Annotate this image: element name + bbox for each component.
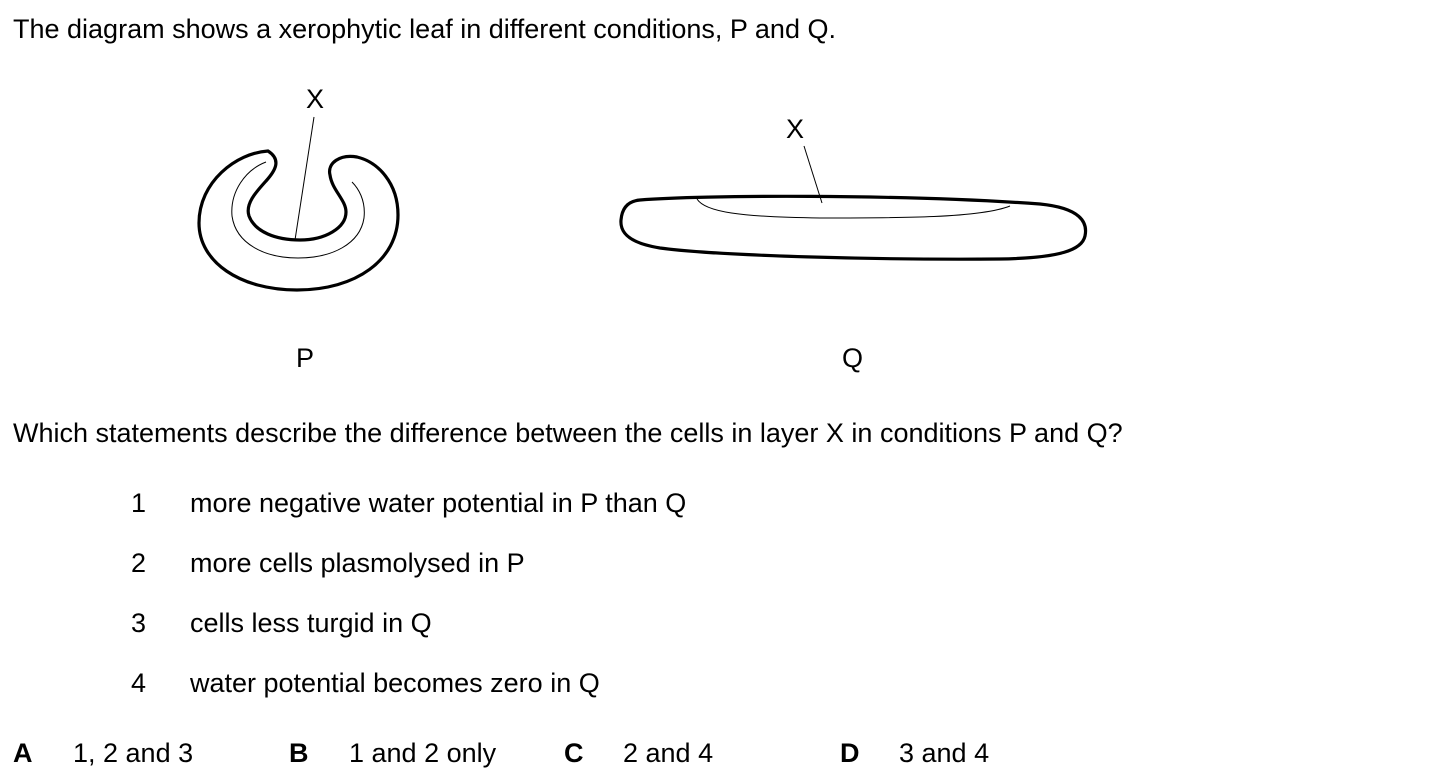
option-letter: B xyxy=(289,738,309,768)
option-text: 2 and 4 xyxy=(623,738,714,768)
option-text: 3 and 4 xyxy=(899,738,990,768)
leaf-q-x-label: X xyxy=(786,114,804,144)
statement-text: more negative water potential in P than … xyxy=(190,488,687,518)
leaf-q-figure: X Q xyxy=(619,114,1088,373)
question-text: Which statements describe the difference… xyxy=(13,418,1123,448)
leaf-q-outline xyxy=(619,194,1088,261)
statement-number: 2 xyxy=(131,548,147,578)
leaf-p-figure: X P xyxy=(197,84,400,373)
leaf-p-x-label: X xyxy=(306,84,324,114)
leaf-p-pointer-line xyxy=(294,116,315,241)
option-letter: C xyxy=(564,738,584,768)
leaf-p-outline xyxy=(197,149,400,292)
leaf-p-caption: P xyxy=(296,343,314,373)
statement-text: cells less turgid in Q xyxy=(190,608,432,638)
leaf-q-caption: Q xyxy=(842,343,863,373)
leaf-q-layer-x xyxy=(696,198,1011,219)
option-text: 1, 2 and 3 xyxy=(73,738,194,768)
intro-text: The diagram shows a xerophytic leaf in d… xyxy=(13,14,836,44)
option-letter: A xyxy=(13,738,33,768)
statement-number: 4 xyxy=(131,668,147,698)
option-text: 1 and 2 only xyxy=(349,738,497,768)
leaf-p-layer-x xyxy=(231,161,365,259)
leaf-diagram: X P X Q xyxy=(197,84,1088,373)
statement-text: more cells plasmolysed in P xyxy=(190,548,525,578)
leaf-q-pointer-line xyxy=(803,145,823,204)
statement-number: 3 xyxy=(131,608,147,638)
option-letter: D xyxy=(840,738,860,768)
statement-number: 1 xyxy=(131,488,147,518)
statement-text: water potential becomes zero in Q xyxy=(190,668,600,698)
